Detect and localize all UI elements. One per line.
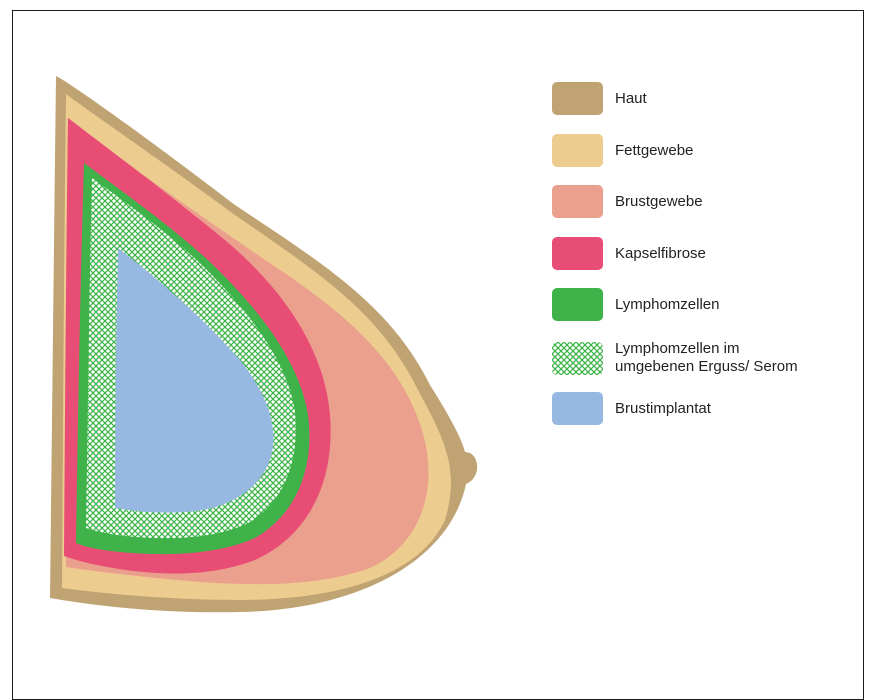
breast-layers — [50, 76, 477, 612]
legend-swatch-brustimplantat — [552, 392, 603, 425]
legend-label-haut: Haut — [615, 90, 647, 108]
legend-label-lymphomzellen: Lymphomzellen — [615, 296, 720, 314]
legend-item-lymphomzellen: Lymphomzellen — [552, 288, 720, 321]
legend-item-lymphomzellen-serom: Lymphomzellen im umgebenen Erguss/ Serom — [552, 340, 798, 376]
legend-swatch-lymphomzellen — [552, 288, 603, 321]
legend-label-brustgewebe: Brustgewebe — [615, 193, 703, 211]
legend-item-fettgewebe: Fettgewebe — [552, 134, 693, 167]
legend-item-brustgewebe: Brustgewebe — [552, 185, 703, 218]
legend-swatch-haut — [552, 82, 603, 115]
legend-label-fettgewebe: Fettgewebe — [615, 142, 693, 160]
legend-swatch-kapselfibrose — [552, 237, 603, 270]
legend-label-kapselfibrose: Kapselfibrose — [615, 245, 706, 263]
legend-label-brustimplantat: Brustimplantat — [615, 400, 711, 418]
legend-swatch-fettgewebe — [552, 134, 603, 167]
legend-item-brustimplantat: Brustimplantat — [552, 392, 711, 425]
legend-swatch-lymphomzellen-serom — [552, 342, 603, 375]
legend-item-kapselfibrose: Kapselfibrose — [552, 237, 706, 270]
legend-item-haut: Haut — [552, 82, 647, 115]
legend-label-lymphomzellen-serom: Lymphomzellen im umgebenen Erguss/ Serom — [615, 340, 798, 376]
legend-swatch-brustgewebe — [552, 185, 603, 218]
